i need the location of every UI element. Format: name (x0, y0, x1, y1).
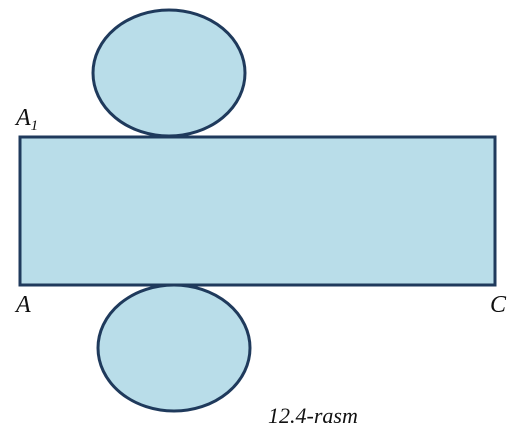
vertex-label-a1: A1 (14, 105, 38, 134)
vertex-label-a1-base: A (14, 105, 31, 131)
lateral-surface-rectangle (18, 135, 497, 287)
vertex-label-a1-subscript: 1 (31, 118, 39, 134)
vertex-label-a: A (14, 292, 31, 318)
bottom-base-circle (96, 283, 252, 413)
top-base-circle (91, 8, 247, 138)
vertex-label-c: C (490, 292, 507, 318)
figure-caption: 12.4-rasm (268, 403, 358, 428)
